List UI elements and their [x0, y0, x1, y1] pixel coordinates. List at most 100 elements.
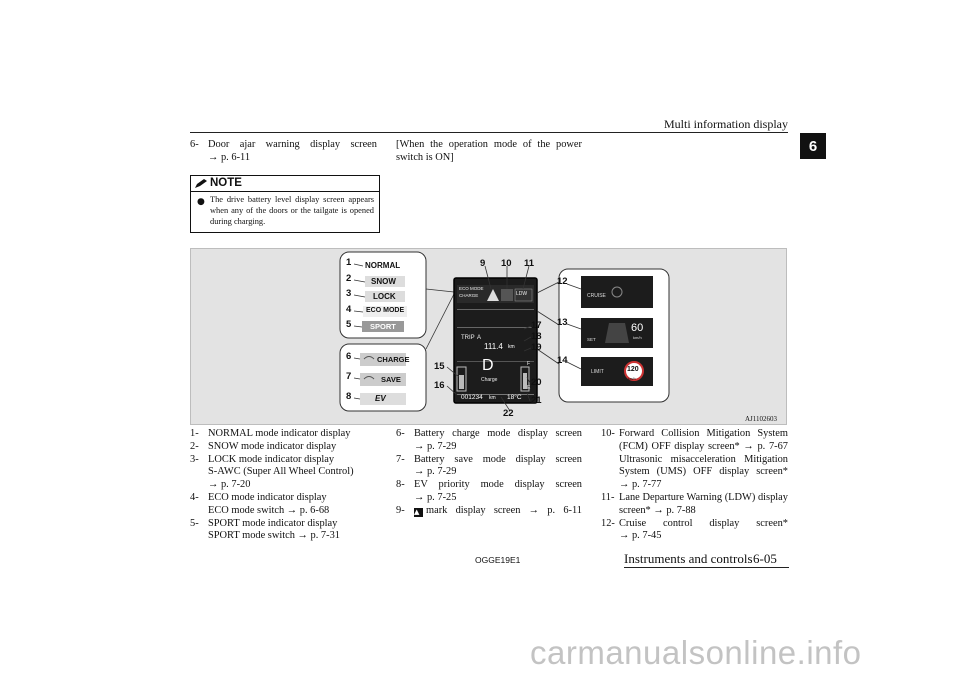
list-item-number: 7- [396, 453, 405, 465]
list-item-text: → p. 7-29 [414, 466, 457, 478]
screen-gear: D [482, 357, 494, 374]
list-item-text: SPORT mode indicator display [208, 517, 338, 529]
display-illustration: 1 2 3 4 5 6 7 8 9 10 11 12 13 14 15 16 1… [190, 248, 787, 425]
callout-number: 13 [557, 317, 568, 328]
list-item-number: 10- [601, 428, 615, 439]
list-item-text: ECO mode switch → p. 6-68 [208, 504, 330, 516]
mode-label-eco: ECO MODE [366, 307, 405, 314]
list-item-number: 11- [601, 492, 615, 503]
list-item-text: Cruise control display screen* [619, 517, 788, 529]
mode-label-lock: LOCK [373, 292, 396, 301]
list-item-text: Forward Collision Mitigation System [619, 428, 788, 439]
item-number: 6- [190, 139, 199, 150]
screen-gear-sub: Charge [481, 377, 498, 383]
callout-number: 14 [557, 355, 568, 366]
list-item-text: ▲mark display screen → p. 6-11 [414, 504, 582, 517]
note-text: The drive battery level display screen a… [210, 195, 374, 226]
note-label: NOTE [210, 177, 242, 189]
list-item-number: 3- [190, 453, 199, 465]
panel-limit-label: LIMIT [591, 369, 604, 375]
list-item-text: → p. 7-77 [619, 479, 662, 491]
panel-limit-unit: km/h [628, 377, 636, 381]
screen-fuel-empty: E [527, 385, 531, 391]
panel-limit-speed: 120 [627, 366, 639, 373]
section-intro-line: [When the operation mode of the power [396, 139, 582, 150]
panel-set-speed: 60 [631, 322, 644, 334]
list-item-text: screen* → p. 7-88 [619, 504, 696, 516]
list-item-number: 2- [190, 440, 199, 452]
callout-number: 9 [480, 258, 486, 269]
callout-number: 15 [434, 361, 445, 372]
callout-number: 5 [346, 319, 352, 330]
note-header: NOTE [191, 176, 379, 192]
callout-number: 6 [346, 351, 352, 362]
callout-number: 11 [524, 258, 535, 269]
page-number: 6-05 [753, 551, 777, 566]
list-item-text: → p. 7-20 [208, 479, 251, 491]
callout-number: 19 [531, 342, 542, 353]
note-box: NOTE ● The drive battery level display s… [190, 175, 380, 233]
section-intro-line: switch is ON] [396, 152, 454, 163]
list-item-text: → p. 7-45 [619, 530, 662, 542]
chapter-tab: 6 [800, 133, 826, 159]
pencil-icon [195, 179, 207, 188]
list-item-number: 9- [396, 504, 405, 516]
header-rule [190, 132, 788, 133]
list-item-text: (FCM) OFF display screen* → p. 7-67 [619, 440, 788, 452]
callout-number: 10 [501, 258, 512, 269]
screen-charge: CHARGE [459, 293, 479, 298]
callout-number: 7 [346, 371, 352, 382]
list-item-number: 4- [190, 492, 199, 503]
item-text: Door ajar warning display screen [208, 139, 377, 150]
list-item-number: 1- [190, 428, 199, 439]
callout-number: 1 [346, 257, 352, 268]
figure-code: AJ1102603 [745, 415, 778, 423]
mode-label-charge: CHARGE [377, 355, 410, 364]
warning-mark-icon: ▲ [414, 507, 423, 517]
list-item-text: EV priority mode display screen [414, 479, 582, 491]
bullet-icon: ● [197, 197, 205, 207]
screen-trip-id: A [477, 335, 482, 341]
list-item-number: 5- [190, 517, 199, 529]
list-item-text: SPORT mode switch → p. 7-31 [208, 530, 340, 542]
list-item-text: S-AWC (Super All Wheel Control) [208, 466, 354, 478]
panel-cruise-label: CRUISE [587, 293, 606, 299]
list-item-text: Lane Departure Warning (LDW) display [619, 492, 788, 503]
callout-number: 17 [531, 320, 542, 331]
callout-number: 8 [346, 391, 352, 402]
callout-number: 22 [503, 408, 514, 419]
callout-number: 12 [557, 276, 568, 287]
screen-odometer: 001234 [461, 394, 483, 401]
screen-temp: 18°C [507, 394, 522, 401]
running-header: Multi information display [664, 117, 788, 131]
callout-number: 18 [531, 331, 542, 342]
callout-number: 2 [346, 273, 352, 284]
list-item-text: Battery save mode display screen [414, 453, 582, 465]
mode-label-normal: NORMAL [365, 261, 401, 270]
screen-trip: TRIP [461, 335, 475, 341]
mode-label-ev: EV [375, 394, 386, 403]
screen-ldw: LDW [516, 291, 528, 297]
list-item-text: NORMAL mode indicator display [208, 428, 351, 439]
screen-eco-mode: ECO MODE [459, 286, 484, 291]
list-item-text: System (UMS) OFF display screen* [619, 466, 788, 478]
list-item-text: → p. 7-29 [414, 440, 457, 452]
document-code: OGGE19E1 [475, 555, 521, 565]
callout-number: 3 [346, 288, 352, 299]
list-item-text: SNOW mode indicator display [208, 440, 337, 452]
callout-number: 20 [531, 377, 542, 388]
mode-label-snow: SNOW [371, 277, 396, 286]
list-item-text: Ultrasonic misacceleration Mitigation [619, 453, 788, 465]
callout-number: 4 [346, 304, 352, 315]
watermark: carmanualsonline.info [530, 634, 862, 671]
screen-odo-unit: km [489, 395, 496, 401]
panel-set-label: SET [587, 337, 596, 342]
page-ref: → p. 6-11 [208, 152, 251, 163]
mode-label-save: SAVE [381, 375, 401, 384]
footer-rule [624, 567, 789, 568]
callout-number: 21 [531, 395, 542, 406]
callout-number: 16 [434, 380, 445, 391]
list-item-text: ECO mode indicator display [208, 492, 327, 503]
screen-trip-unit: km [508, 344, 515, 350]
footer-section-title: Instruments and controls [624, 551, 753, 566]
